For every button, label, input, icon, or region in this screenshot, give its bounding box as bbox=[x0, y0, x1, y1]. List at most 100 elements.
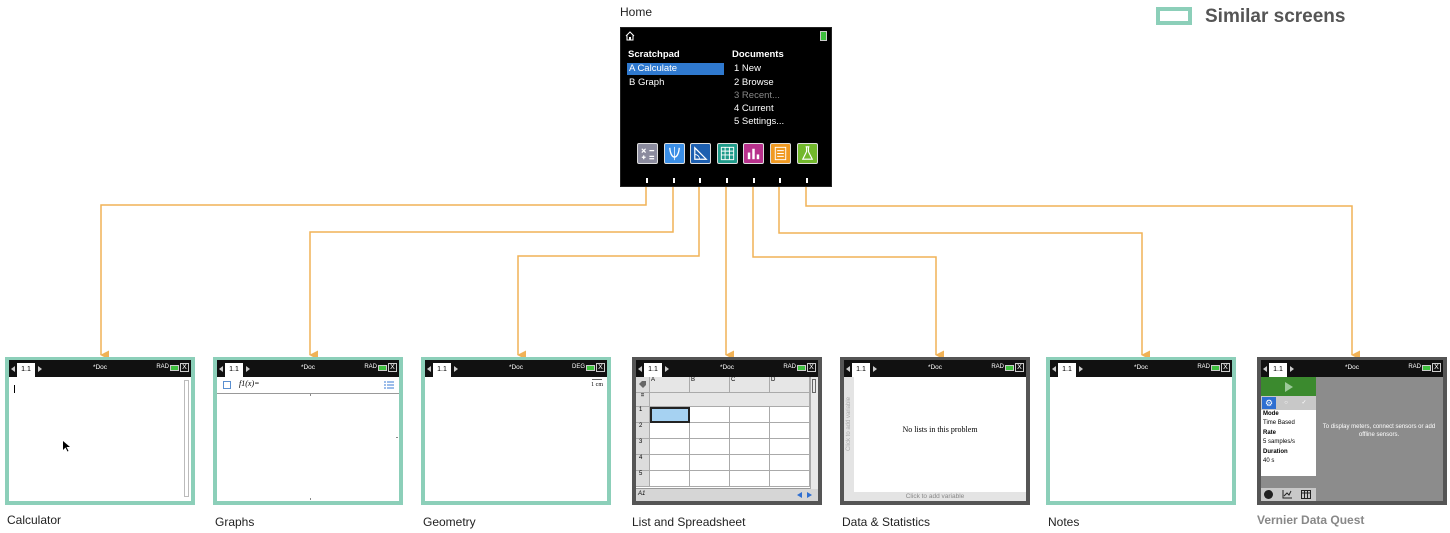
column-header[interactable]: D bbox=[770, 377, 810, 393]
function-entry[interactable]: f1(x)= bbox=[239, 379, 260, 388]
table-cell[interactable] bbox=[770, 407, 810, 423]
table-view-icon[interactable] bbox=[1301, 490, 1311, 499]
column-header[interactable]: B bbox=[690, 377, 730, 393]
scrollbar[interactable] bbox=[810, 377, 818, 489]
prev-page-icon[interactable] bbox=[11, 366, 15, 372]
next-page-icon[interactable] bbox=[873, 366, 877, 372]
menu-item-current[interactable]: 4 Current bbox=[734, 103, 774, 114]
graph-view-icon[interactable] bbox=[1282, 490, 1292, 499]
doc-name[interactable]: *Doc bbox=[1344, 364, 1360, 371]
page-tab[interactable]: 1.1 bbox=[17, 363, 35, 377]
row-header[interactable]: 3 bbox=[636, 439, 650, 455]
table-cell[interactable] bbox=[770, 471, 810, 487]
graphs-icon[interactable] bbox=[664, 143, 685, 164]
close-icon[interactable]: X bbox=[1432, 363, 1441, 372]
prev-page-icon[interactable] bbox=[1052, 366, 1056, 372]
close-icon[interactable]: X bbox=[1221, 363, 1230, 372]
menu-item-calculate[interactable]: A Calculate bbox=[627, 63, 724, 75]
y-axis-hint[interactable]: Click to add variable bbox=[846, 396, 852, 452]
page-tab[interactable]: 1.1 bbox=[433, 363, 451, 377]
next-page-icon[interactable] bbox=[1079, 366, 1083, 372]
table-cell[interactable] bbox=[730, 439, 770, 455]
page-tab[interactable]: 1.1 bbox=[1058, 363, 1076, 377]
column-header[interactable]: C bbox=[730, 377, 770, 393]
table-cell[interactable] bbox=[770, 455, 810, 471]
page-tab[interactable]: 1.1 bbox=[852, 363, 870, 377]
geometry-body[interactable]: 1 cm bbox=[425, 377, 607, 501]
close-icon[interactable]: X bbox=[180, 363, 189, 372]
doc-name[interactable]: *Doc bbox=[300, 364, 316, 371]
formula-row[interactable] bbox=[650, 393, 810, 407]
expand-icon[interactable] bbox=[223, 381, 231, 389]
scrollbar[interactable] bbox=[184, 380, 189, 497]
next-page-icon[interactable] bbox=[665, 366, 669, 372]
table-cell[interactable] bbox=[770, 423, 810, 439]
close-icon[interactable]: X bbox=[388, 363, 397, 372]
list-icon[interactable] bbox=[384, 381, 394, 389]
table-cell[interactable] bbox=[690, 455, 730, 471]
prev-page-icon[interactable] bbox=[427, 366, 431, 372]
entry-line[interactable]: f1(x)= bbox=[217, 377, 399, 394]
next-page-icon[interactable] bbox=[246, 366, 250, 372]
data-statistics-body[interactable]: Click to add variable No lists in this p… bbox=[844, 377, 1026, 501]
doc-name[interactable]: *Doc bbox=[1133, 364, 1149, 371]
doc-name[interactable]: *Doc bbox=[92, 364, 108, 371]
scroll-right-icon[interactable] bbox=[807, 492, 812, 498]
menu-item-graph[interactable]: B Graph bbox=[629, 77, 665, 88]
notes-icon[interactable] bbox=[770, 143, 791, 164]
doc-name[interactable]: *Doc bbox=[508, 364, 524, 371]
vernier-icon[interactable] bbox=[797, 143, 818, 164]
table-cell[interactable] bbox=[730, 471, 770, 487]
x-axis-hint[interactable]: Click to add variable bbox=[844, 492, 1026, 501]
doc-name[interactable]: *Doc bbox=[927, 364, 943, 371]
menu-item-recent[interactable]: 3 Recent... bbox=[734, 90, 780, 101]
prev-page-icon[interactable] bbox=[846, 366, 850, 372]
row-header[interactable]: 4 bbox=[636, 455, 650, 471]
close-icon[interactable]: X bbox=[596, 363, 605, 372]
setting-value-mode[interactable]: Time Based bbox=[1263, 420, 1295, 426]
table-cell[interactable] bbox=[690, 423, 730, 439]
graphs-body[interactable]: f1(x)= bbox=[217, 377, 399, 501]
meter-view-icon[interactable] bbox=[1264, 490, 1273, 499]
setting-value-rate[interactable]: 5 samples/s bbox=[1263, 439, 1296, 445]
spreadsheet-icon[interactable] bbox=[717, 143, 738, 164]
next-page-icon[interactable] bbox=[38, 366, 42, 372]
next-page-icon[interactable] bbox=[454, 366, 458, 372]
zero-icon[interactable]: ○ bbox=[1284, 400, 1288, 406]
menu-item-browse[interactable]: 2 Browse bbox=[734, 77, 774, 88]
geometry-icon[interactable] bbox=[690, 143, 711, 164]
check-icon[interactable]: ✓ bbox=[1301, 400, 1307, 406]
table-cell[interactable] bbox=[650, 439, 690, 455]
column-header[interactable]: A bbox=[650, 377, 690, 393]
page-tab[interactable]: 1.1 bbox=[225, 363, 243, 377]
close-icon[interactable]: X bbox=[1015, 363, 1024, 372]
row-header[interactable]: 2 bbox=[636, 423, 650, 439]
page-tab[interactable]: 1.1 bbox=[644, 363, 662, 377]
prev-page-icon[interactable] bbox=[219, 366, 223, 372]
doc-name[interactable]: *Doc bbox=[719, 364, 735, 371]
menu-item-new[interactable]: 1 New bbox=[734, 63, 761, 74]
home-icon[interactable] bbox=[625, 31, 635, 41]
y-variable-strip[interactable]: Click to add variable bbox=[844, 377, 854, 492]
table-cell[interactable] bbox=[730, 423, 770, 439]
table-cell[interactable] bbox=[650, 471, 690, 487]
table-cell[interactable] bbox=[650, 423, 690, 439]
menu-item-settings[interactable]: 5 Settings... bbox=[734, 116, 785, 127]
prev-page-icon[interactable] bbox=[1263, 366, 1267, 372]
row-header[interactable]: 1 bbox=[636, 407, 650, 423]
table-cell[interactable] bbox=[730, 455, 770, 471]
calculator-icon[interactable] bbox=[637, 143, 658, 164]
calculator-body[interactable] bbox=[9, 377, 191, 501]
table-cell[interactable] bbox=[650, 455, 690, 471]
data-statistics-icon[interactable] bbox=[743, 143, 764, 164]
notes-body[interactable] bbox=[1050, 377, 1232, 501]
scroll-left-icon[interactable] bbox=[797, 492, 802, 498]
page-tab[interactable]: 1.1 bbox=[1269, 363, 1287, 377]
next-page-icon[interactable] bbox=[1290, 366, 1294, 372]
setting-value-duration[interactable]: 40 s bbox=[1263, 458, 1275, 464]
table-cell[interactable] bbox=[690, 407, 730, 423]
table-cell[interactable] bbox=[770, 439, 810, 455]
close-icon[interactable]: X bbox=[807, 363, 816, 372]
table-cell[interactable] bbox=[690, 471, 730, 487]
